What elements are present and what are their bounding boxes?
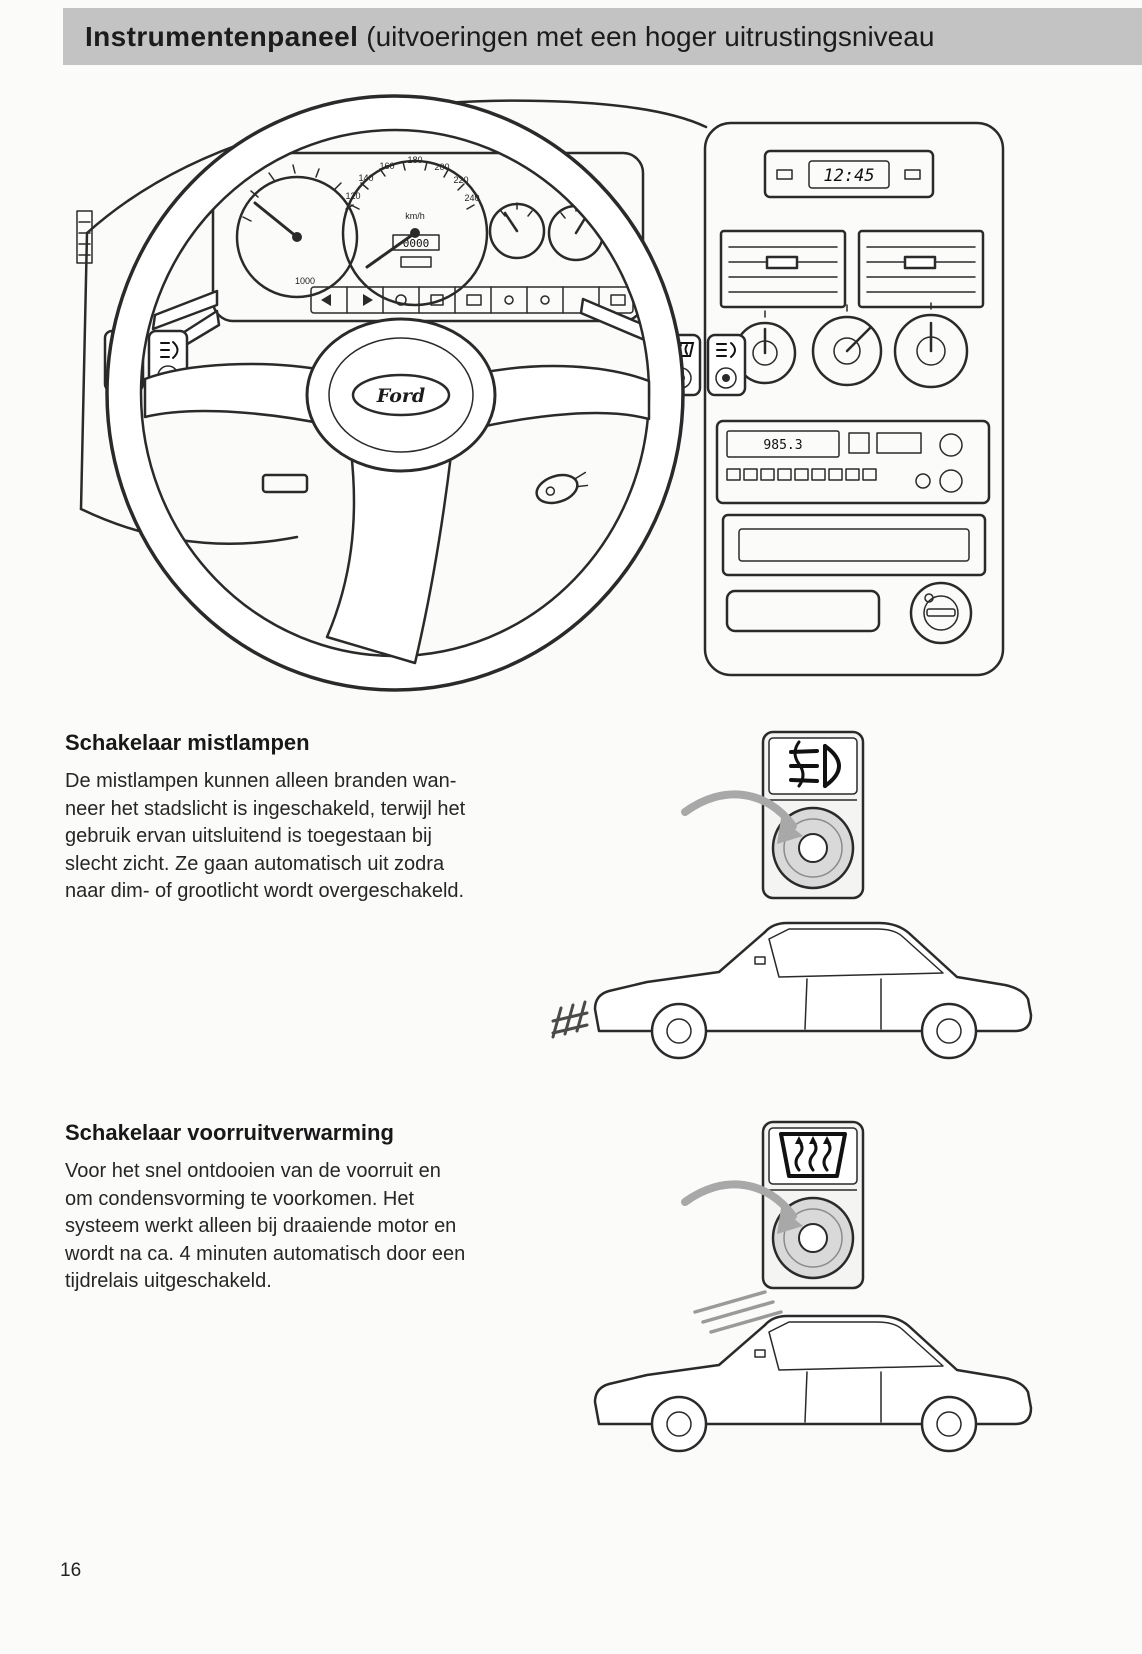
fog-beam-hatch — [551, 1000, 589, 1039]
heated-windscreen-icon — [779, 1132, 847, 1178]
radio-frequency-display: 985.3 — [763, 438, 802, 453]
wheel-spoke-left — [143, 362, 331, 427]
radio-tuning-knob — [939, 469, 963, 493]
cassette-compartment — [721, 513, 987, 577]
wheel-spoke-bottom — [325, 449, 453, 665]
rear-wheel — [920, 1395, 978, 1453]
front-wheel — [650, 1002, 708, 1060]
distribution-knob — [893, 313, 969, 389]
page-number: 16 — [60, 1560, 82, 1581]
horn-pad — [305, 317, 497, 473]
speed-unit-label: km/h — [405, 211, 425, 221]
car-windscreen-illustration — [593, 1290, 1033, 1453]
rotate-arrow-head — [777, 818, 803, 844]
door-ajar-icon — [610, 294, 626, 306]
section-heading-mistlampen: Schakelaar mistlampen — [65, 730, 310, 755]
steering-wheel: Ford — [105, 94, 685, 692]
page-subtitle: (uitvoeringen met een hoger uitrustingsn… — [366, 20, 935, 52]
brake-warning-icon — [466, 294, 482, 306]
center-console: 12:45 — [703, 121, 1005, 677]
foglamp-indicator-icon — [540, 295, 550, 305]
side-mirror — [754, 1349, 766, 1358]
speedo-mark: 240 — [464, 193, 479, 203]
ford-logo-text: Ford — [376, 385, 425, 407]
fuel-gauge — [488, 202, 546, 260]
highbeam-icon — [504, 295, 514, 305]
oil-warning-icon — [395, 294, 407, 306]
turn-right-icon — [363, 294, 373, 306]
speedo-mark: 140 — [358, 173, 373, 183]
fan-knob — [811, 315, 883, 387]
dash-handle — [261, 473, 309, 494]
speedo-mark: 180 — [407, 155, 422, 165]
section-body-voorruitverwarming: Voor het snel ontdooien van de voorruit … — [65, 1160, 466, 1292]
turn-left-icon — [321, 294, 331, 306]
car-silhouette — [593, 1314, 1033, 1453]
odometer: 0000 — [403, 237, 430, 250]
ignition-key — [535, 471, 589, 505]
page-header: Instrumentenpaneel (uitvoeringen met een… — [63, 8, 1142, 65]
speedo-mark: 160 — [379, 161, 394, 171]
vent-knob — [903, 255, 937, 270]
radio-unit: 985.3 — [715, 419, 991, 505]
ford-badge — [351, 373, 451, 417]
dashboard-illustration: 1000 120 140 160 180 200 220 240 k — [76, 94, 1005, 692]
section-heading-voorruitverwarming: Schakelaar voorruitverwarming — [65, 1120, 394, 1145]
rotate-arrow — [681, 1180, 797, 1220]
vent-knob — [765, 255, 799, 270]
tach-scale-label: 1000 — [295, 276, 315, 286]
air-vents — [719, 229, 985, 309]
climate-controls — [733, 302, 969, 389]
car-foglight-illustration — [551, 921, 1033, 1060]
radio-volume-knob — [939, 433, 963, 457]
clock-panel: 12:45 — [763, 149, 935, 199]
side-mirror — [754, 956, 766, 965]
page-title: Instrumentenpaneel — [85, 20, 359, 52]
speedo-mark: 120 — [345, 191, 360, 201]
instrument-cluster: 1000 120 140 160 180 200 220 240 k — [151, 151, 651, 357]
rotate-arrow — [681, 790, 797, 830]
front-wheel — [650, 1395, 708, 1453]
rotate-arrow-head — [777, 1208, 803, 1234]
speedometer: 120 140 160 180 200 220 240 km/h 0000 — [341, 155, 489, 307]
section-body-mistlampen: De mistlampen kunnen alleen branden wan-… — [65, 770, 466, 902]
defrost-lines — [693, 1290, 783, 1334]
rear-wheel — [920, 1002, 978, 1060]
cigarette-lighter — [909, 581, 973, 645]
tachometer: 1000 — [235, 164, 359, 299]
wheel-spoke-right — [479, 364, 651, 429]
front-fog-light-icon — [789, 740, 841, 788]
storage-tray — [725, 589, 881, 633]
car-silhouette — [593, 921, 1033, 1060]
light-stalk — [151, 289, 219, 331]
clock-display: 12:45 — [823, 166, 874, 186]
speedo-mark: 220 — [453, 175, 468, 185]
windscreen-switch-illustration — [681, 1120, 865, 1290]
battery-warning-icon — [430, 294, 444, 306]
speedo-mark: 200 — [434, 162, 449, 172]
fog-switch-illustration — [681, 730, 865, 900]
